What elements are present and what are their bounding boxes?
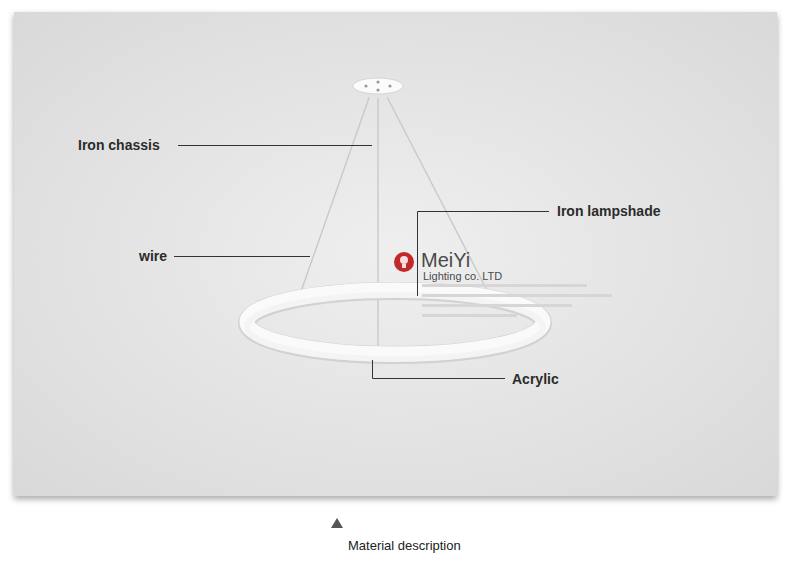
canopy [353, 78, 403, 94]
part-label: Iron lampshade [557, 203, 660, 219]
brand-name: MeiYi [421, 249, 470, 272]
screws [364, 80, 391, 91]
leader-lines [174, 146, 549, 379]
part-label: Acrylic [512, 371, 559, 387]
wires [298, 95, 492, 348]
pointer-triangle [331, 518, 343, 528]
panel [14, 12, 777, 496]
acrylic-ring [247, 290, 543, 359]
part-label: wire [139, 248, 167, 264]
brand-subtitle: Lighting co. LTD [423, 270, 502, 283]
part-label: Iron chassis [78, 137, 160, 153]
watermark-lines [422, 284, 612, 317]
logo-icon [394, 252, 414, 272]
caption: Material description [348, 539, 461, 554]
